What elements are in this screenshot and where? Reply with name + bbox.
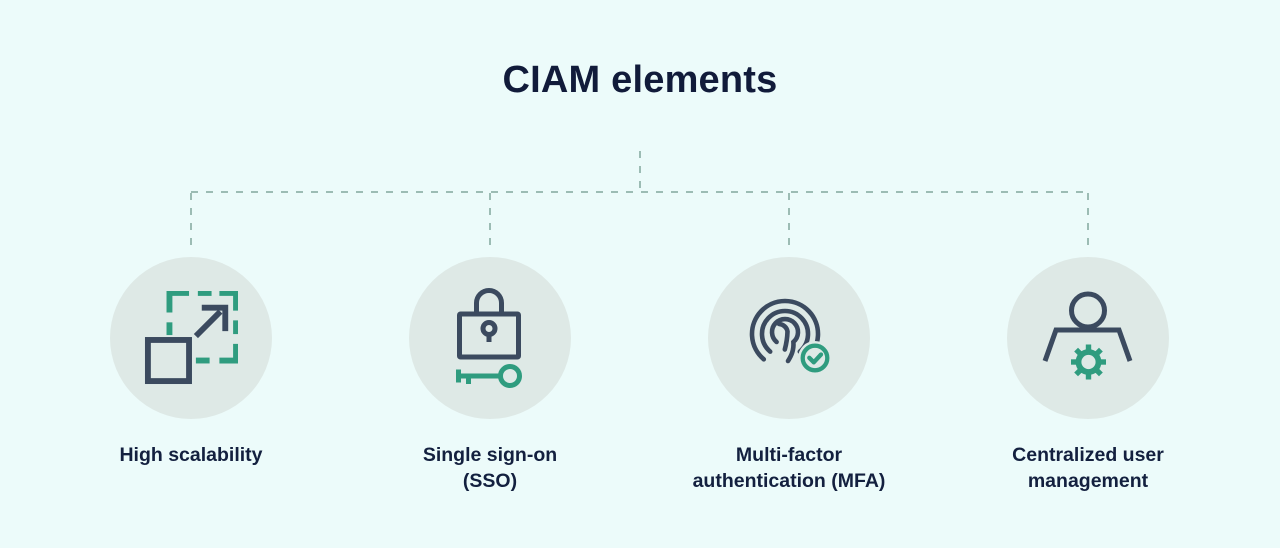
- element-high-scalability: High scalability: [51, 257, 331, 468]
- icon-circle: [1007, 257, 1169, 419]
- element-mfa: Multi-factor authentication (MFA): [649, 257, 929, 494]
- element-label: Single sign-on (SSO): [422, 444, 558, 493]
- fingerprint-check-icon: [749, 298, 832, 375]
- user-settings-icon: [1042, 291, 1133, 379]
- icon-circle: [708, 257, 870, 419]
- scale-expand-icon: [144, 291, 238, 385]
- element-label: Centralized user management: [1012, 444, 1164, 493]
- element-label: Multi-factor authentication (MFA): [692, 444, 886, 493]
- icon-circle: [110, 257, 272, 419]
- icon-circle: [409, 257, 571, 419]
- page-title: CIAM elements: [502, 59, 778, 101]
- element-single-sign-on: Single sign-on (SSO): [350, 257, 630, 494]
- element-centralized-user-management: Centralized user management: [948, 257, 1228, 494]
- element-label: High scalability: [119, 444, 263, 466]
- lock-key-icon: [456, 288, 522, 388]
